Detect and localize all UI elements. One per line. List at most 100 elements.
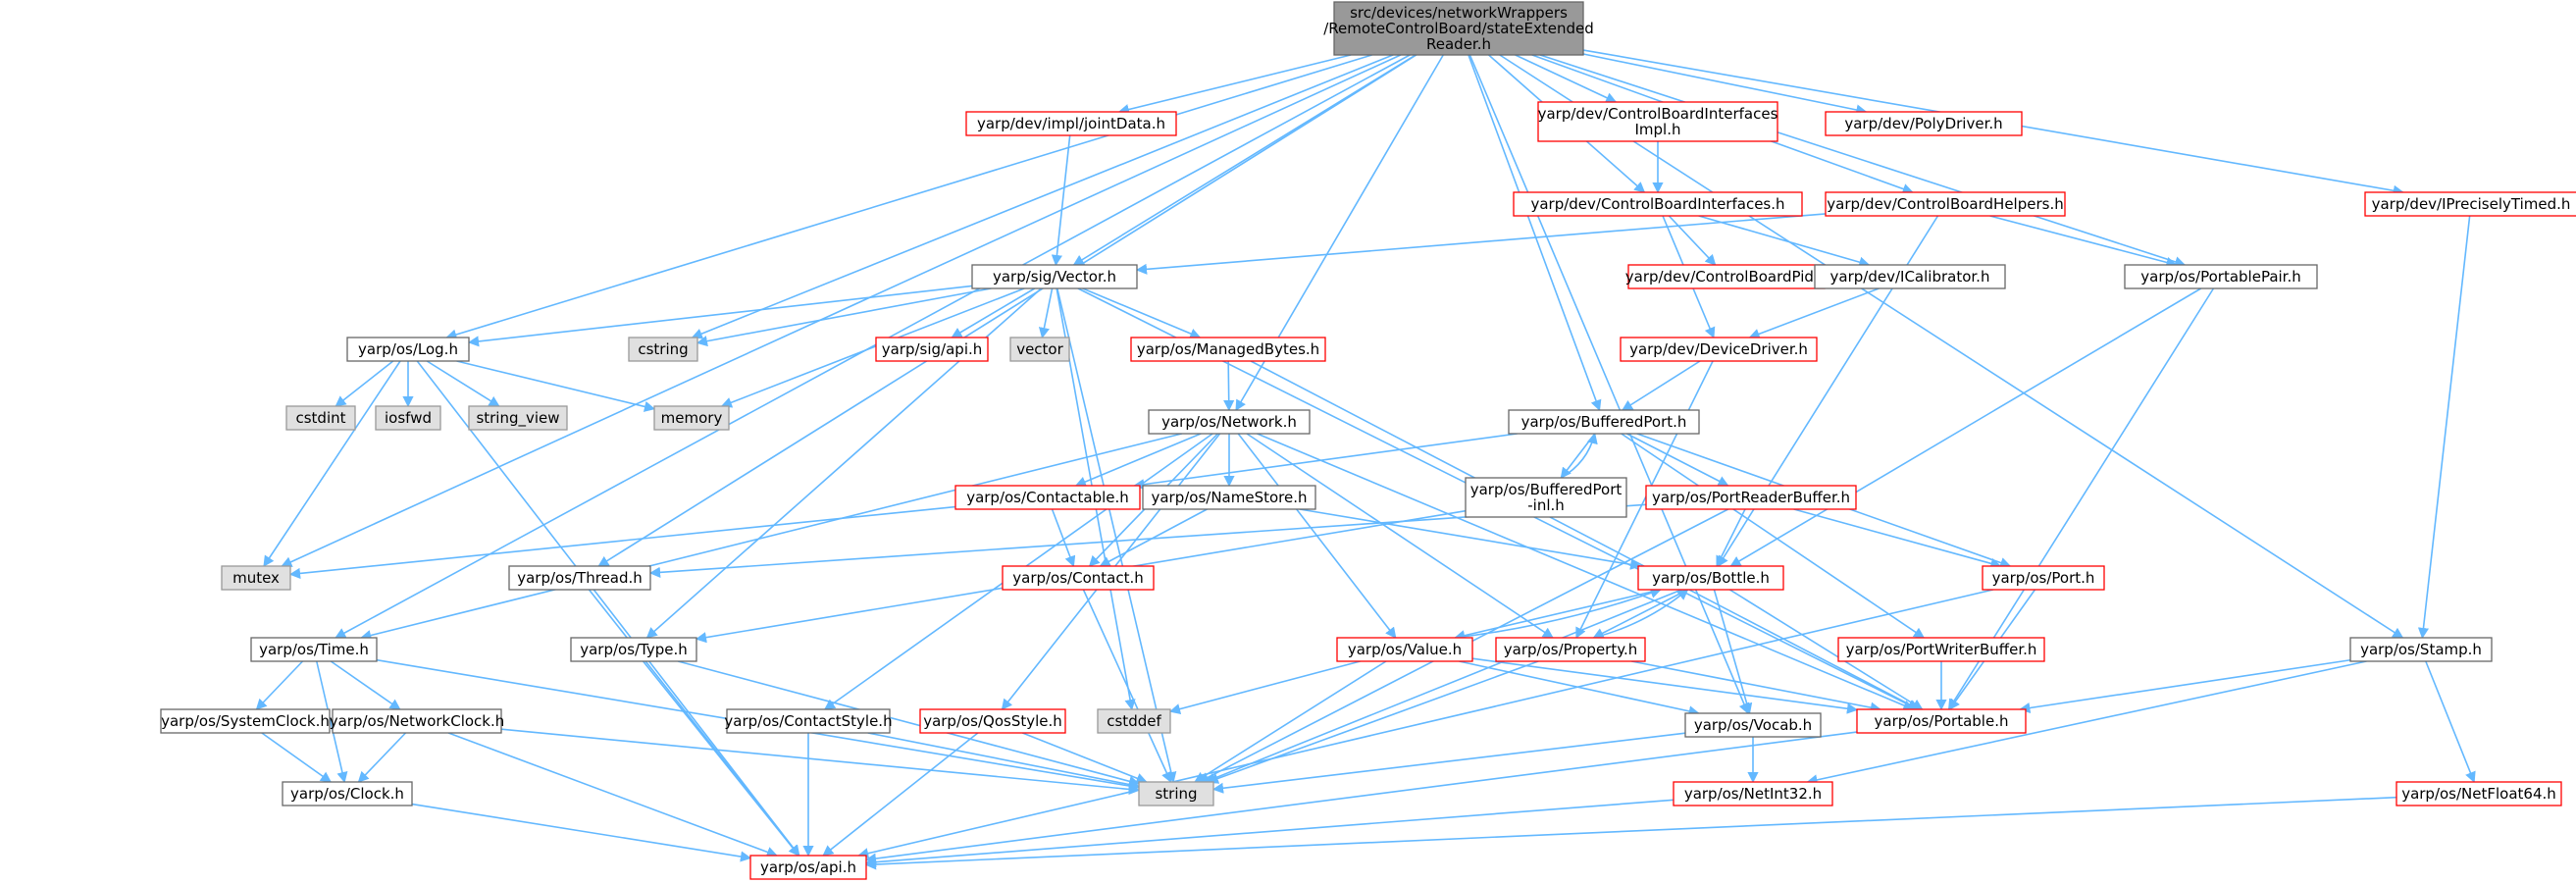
edge-root-to-cbii	[1515, 54, 1618, 103]
node-portReaderBuffer[interactable]: yarp/os/PortReaderBuffer.h	[1645, 485, 1857, 510]
node-log-box	[346, 337, 470, 362]
node-cstring-box	[628, 337, 698, 362]
node-contactable[interactable]: yarp/os/Contactable.h	[954, 485, 1141, 510]
node-cbh[interactable]: yarp/dev/ControlBoardHelpers.h	[1825, 191, 2066, 217]
node-string_view-label-0: string_view	[476, 409, 559, 428]
node-value[interactable]: yarp/os/Value.h	[1336, 637, 1473, 662]
node-contact-label-0: yarp/os/Contact.h	[1012, 569, 1144, 587]
node-cstddef: cstddef	[1097, 708, 1171, 734]
node-network-box	[1148, 409, 1311, 435]
node-networkClock[interactable]: yarp/os/NetworkClock.h	[330, 708, 505, 734]
nodes-layer: src/devices/networkWrappers/RemoteContro…	[160, 1, 2576, 880]
node-portReaderBuffer-box	[1645, 485, 1857, 510]
node-contact[interactable]: yarp/os/Contact.h	[1002, 565, 1155, 591]
node-vector_h-label-0: yarp/sig/Vector.h	[993, 268, 1116, 286]
node-thread[interactable]: yarp/os/Thread.h	[508, 565, 651, 591]
node-vocab[interactable]: yarp/os/Vocab.h	[1684, 712, 1822, 738]
node-port[interactable]: yarp/os/Port.h	[1982, 565, 2105, 591]
node-sigapi[interactable]: yarp/sig/api.h	[875, 337, 989, 362]
node-network[interactable]: yarp/os/Network.h	[1148, 409, 1311, 435]
node-sigapi-label-0: yarp/sig/api.h	[882, 340, 983, 358]
node-ipreciselyTimed-box	[2364, 191, 2576, 217]
node-thread-label-0: yarp/os/Thread.h	[517, 569, 643, 587]
edge-vector_h-to-memory	[720, 287, 1025, 408]
node-portable[interactable]: yarp/os/Portable.h	[1856, 708, 2027, 734]
edge-port-to-osapi	[857, 589, 1993, 859]
node-cbh-label-0: yarp/dev/ControlBoardHelpers.h	[1827, 195, 2063, 213]
node-cbpid[interactable]: yarp/dev/ControlBoardPid.h	[1625, 264, 1828, 289]
node-cbpid-label-0: yarp/dev/ControlBoardPid.h	[1625, 268, 1828, 286]
edge-bufferedPort-to-portReaderBuffer	[1626, 433, 1729, 487]
node-deviceDriver[interactable]: yarp/dev/DeviceDriver.h	[1620, 337, 1818, 362]
node-nameStore[interactable]: yarp/os/NameStore.h	[1142, 485, 1316, 510]
edge-systemClock-to-clock	[261, 732, 333, 783]
node-thread-box	[508, 565, 651, 591]
node-vector: vector	[1009, 337, 1070, 362]
node-type[interactable]: yarp/os/Type.h	[570, 637, 697, 662]
node-stamp[interactable]: yarp/os/Stamp.h	[2349, 637, 2493, 662]
node-mutex: mutex	[221, 565, 291, 591]
node-type-box	[570, 637, 697, 662]
node-deviceDriver-box	[1620, 337, 1818, 362]
edge-stamp-to-portable	[2019, 658, 2351, 714]
node-bottle[interactable]: yarp/os/Bottle.h	[1637, 565, 1784, 591]
node-property[interactable]: yarp/os/Property.h	[1495, 637, 1646, 662]
edge-value-to-string	[1194, 660, 1387, 783]
node-value-box	[1336, 637, 1473, 662]
edge-portReaderBuffer-to-bottle	[1716, 508, 1746, 568]
node-cbi[interactable]: yarp/dev/ControlBoardInterfaces.h	[1513, 191, 1803, 217]
node-managedBytes[interactable]: yarp/os/ManagedBytes.h	[1130, 337, 1326, 362]
node-vocab-box	[1684, 712, 1822, 738]
edge-root-to-portablePair	[1539, 54, 2187, 268]
edge-bottle-to-portable	[1728, 589, 1924, 710]
edge-root-to-jointData	[1117, 54, 1352, 116]
edge-networkClock-to-osapi	[447, 732, 778, 858]
node-netInt32[interactable]: yarp/os/NetInt32.h	[1673, 781, 1833, 806]
edge-property-to-string	[1207, 660, 1539, 784]
node-root-box	[1333, 1, 1584, 56]
node-polyDriver[interactable]: yarp/dev/PolyDriver.h	[1825, 111, 2023, 136]
node-cbii-label-0: yarp/dev/ControlBoardInterfaces	[1538, 105, 1778, 123]
node-icalib[interactable]: yarp/dev/ICalibrator.h	[1814, 264, 2006, 289]
node-bufferedPort-box	[1508, 409, 1700, 435]
node-jointData[interactable]: yarp/dev/impl/jointData.h	[965, 111, 1177, 136]
node-qosStyle[interactable]: yarp/os/QosStyle.h	[919, 708, 1066, 734]
edge-contactStyle-to-string	[867, 732, 1141, 791]
node-bufferedPortInl-label-1: -inl.h	[1527, 496, 1565, 514]
node-ipreciselyTimed-label-0: yarp/dev/IPreciselyTimed.h	[2372, 195, 2571, 213]
node-ipreciselyTimed[interactable]: yarp/dev/IPreciselyTimed.h	[2364, 191, 2576, 217]
node-bufferedPortInl[interactable]: yarp/os/BufferedPort-inl.h	[1465, 477, 1627, 518]
node-portWriterBuffer-label-0: yarp/os/PortWriterBuffer.h	[1846, 641, 2037, 658]
edge-portReaderBuffer-to-port	[1793, 508, 2002, 569]
edge-network-to-contactable	[1074, 433, 1202, 488]
node-vector_h[interactable]: yarp/sig/Vector.h	[971, 264, 1138, 289]
node-memory-box	[653, 405, 730, 431]
edge-bottle-to-string	[1204, 589, 1682, 784]
edge-vector_h-to-string	[1056, 287, 1177, 784]
edge-log-to-string_view	[426, 360, 500, 407]
node-netFloat64[interactable]: yarp/os/NetFloat64.h	[2396, 781, 2562, 806]
node-time[interactable]: yarp/os/Time.h	[250, 637, 378, 662]
edge-deviceDriver-to-property	[1575, 360, 1714, 640]
edge-bufferedPort-to-portWriterBuffer	[1621, 433, 1926, 639]
node-contact-box	[1002, 565, 1155, 591]
node-bufferedPort[interactable]: yarp/os/BufferedPort.h	[1508, 409, 1700, 435]
node-contactStyle[interactable]: yarp/os/ContactStyle.h	[724, 708, 893, 734]
node-portWriterBuffer[interactable]: yarp/os/PortWriterBuffer.h	[1837, 637, 2045, 662]
edge-managedBytes-to-portable	[1250, 360, 1920, 710]
node-log[interactable]: yarp/os/Log.h	[346, 337, 470, 362]
edge-jointData-to-vector_h	[1051, 134, 1071, 267]
node-portablePair[interactable]: yarp/os/PortablePair.h	[2124, 264, 2318, 289]
node-clock[interactable]: yarp/os/Clock.h	[282, 781, 413, 806]
node-systemClock[interactable]: yarp/os/SystemClock.h	[160, 708, 331, 734]
edge-vector_h-to-cstring	[696, 287, 992, 347]
node-osapi[interactable]: yarp/os/api.h	[749, 855, 867, 880]
edge-value-to-cstddef	[1168, 660, 1361, 715]
node-clock-box	[282, 781, 413, 806]
node-root[interactable]: src/devices/networkWrappers/RemoteContro…	[1323, 1, 1594, 56]
node-stamp-label-0: yarp/os/Stamp.h	[2360, 641, 2482, 658]
edge-vector_h-to-log	[467, 285, 973, 347]
edge-time-to-networkClock	[330, 660, 401, 710]
node-string-box	[1138, 781, 1214, 806]
